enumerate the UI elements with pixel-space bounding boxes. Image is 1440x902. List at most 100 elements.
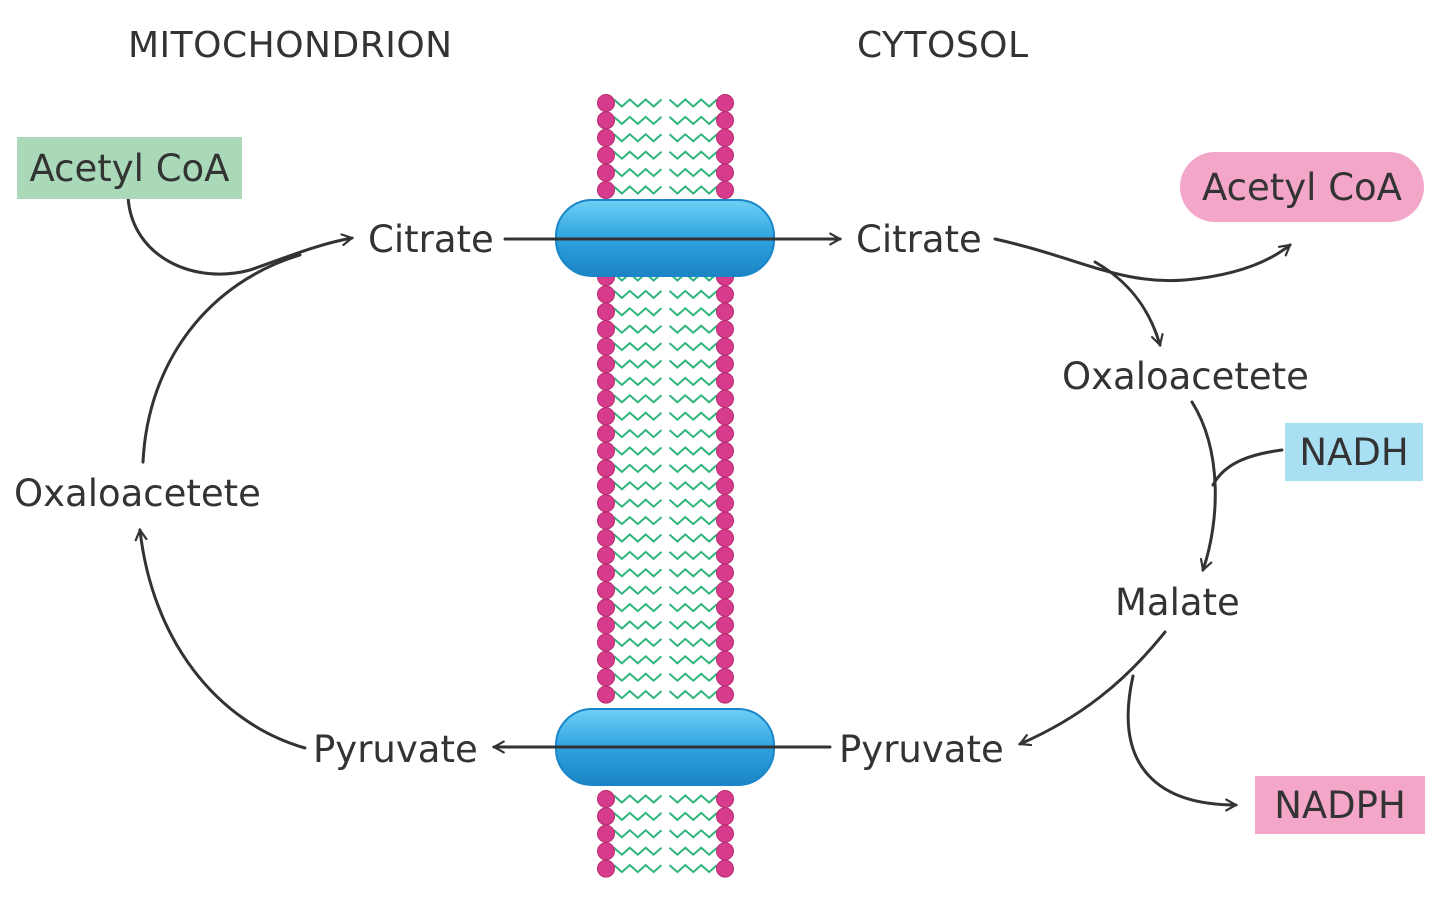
arrow-acetyl-coa-to-citrate: [126, 195, 352, 276]
lipid-tail: [613, 306, 663, 317]
lipid-head: [716, 128, 734, 147]
lipid-head: [597, 302, 615, 321]
lipid-tail: [668, 150, 718, 161]
lipid-head: [597, 94, 615, 112]
lipid-tail: [668, 132, 718, 143]
lipid-head: [597, 424, 615, 443]
lipid-tail: [613, 550, 663, 561]
lipid-tail: [613, 620, 663, 630]
lipid-tail: [668, 585, 718, 596]
lipid-tail: [668, 846, 718, 857]
oxaloacetete-right: Oxaloacetete: [1062, 355, 1309, 398]
header-cytosol: CYTOSOL: [857, 25, 1029, 66]
lipid-head: [716, 285, 734, 304]
lipid-head: [597, 529, 615, 547]
lipid-head: [597, 563, 615, 582]
lipid-tail: [668, 533, 718, 543]
lipid-tail: [613, 272, 663, 282]
lipid-tail: [613, 446, 663, 456]
lipid-head: [597, 859, 615, 878]
lipid-tail: [668, 167, 718, 178]
citrate-left: Citrate: [368, 218, 494, 261]
lipid-bilayer: [597, 94, 734, 878]
lipid-tail: [668, 672, 718, 683]
lipid-head: [716, 337, 734, 356]
lipid-head: [716, 563, 734, 582]
lipid-head: [597, 546, 615, 565]
lipid-tail: [613, 533, 663, 543]
arrow-citrate-to-oxaloacetete: [1093, 260, 1160, 345]
lipid-head: [716, 355, 734, 373]
lipid-head: [597, 128, 615, 147]
lipid-head: [716, 407, 734, 426]
lipid-head: [716, 842, 734, 861]
lipid-tail: [668, 115, 718, 126]
lipid-head: [597, 355, 615, 373]
lipid-tail: [613, 602, 663, 613]
lipid-head: [716, 494, 734, 513]
lipid-head: [597, 790, 615, 808]
lipid-head: [597, 146, 615, 165]
lipid-tail: [613, 393, 663, 404]
arrow-oxaloacetete-to-citrate: [141, 253, 302, 464]
lipid-head: [716, 824, 734, 843]
arrow-citrate-to-acetyl-coa: [993, 237, 1290, 283]
lipid-head: [716, 650, 734, 669]
lipid-tail: [668, 376, 718, 387]
lipid-tail: [613, 794, 663, 804]
lipid-head: [597, 163, 615, 182]
arrow-oxaloacetete-to-malate: [1190, 400, 1217, 570]
lipid-tail: [613, 637, 663, 648]
lipid-head: [597, 616, 615, 634]
lipid-tail: [613, 498, 663, 509]
lipid-head: [716, 668, 734, 687]
lipid-head: [716, 94, 734, 112]
lipid-head: [597, 668, 615, 687]
lipid-tail: [613, 115, 663, 126]
lipid-head: [716, 511, 734, 530]
lipid-tail: [613, 480, 663, 491]
lipid-head: [716, 320, 734, 339]
lipid-tail: [668, 550, 718, 561]
lipid-tail: [668, 828, 718, 839]
lipid-tail: [613, 463, 663, 474]
lipid-head: [716, 424, 734, 443]
lipid-head: [597, 459, 615, 478]
lipid-head: [716, 807, 734, 826]
lipid-head: [597, 842, 615, 861]
lipid-head: [597, 320, 615, 339]
lipid-tail: [668, 446, 718, 456]
lipid-head: [716, 598, 734, 617]
lipid-head: [597, 824, 615, 843]
lipid-head: [716, 163, 734, 182]
lipid-head: [597, 285, 615, 304]
lipid-tail: [668, 98, 718, 108]
lipid-head: [716, 529, 734, 547]
lipid-head: [716, 442, 734, 460]
lipid-head: [597, 389, 615, 408]
lipid-tail: [668, 811, 718, 822]
lipid-head: [597, 581, 615, 600]
lipid-head: [716, 790, 734, 808]
lipid-tail: [668, 324, 718, 335]
lipid-head: [597, 650, 615, 669]
lipid-tail: [668, 272, 718, 282]
lipid-tail: [613, 132, 663, 143]
lipid-tail: [668, 185, 718, 195]
oxaloacetete-left: Oxaloacetete: [14, 472, 261, 515]
lipid-tail: [613, 185, 663, 195]
lipid-head: [597, 807, 615, 826]
nadph: NADPH: [1255, 776, 1425, 834]
arrow-pyruvate-to-oxaloacetete: [140, 530, 307, 750]
lipid-tail: [668, 863, 718, 874]
citrate-right: Citrate: [856, 218, 982, 261]
lipid-tail: [613, 515, 663, 526]
nadh: NADH: [1285, 423, 1423, 481]
lipid-tail: [613, 863, 663, 874]
lipid-head: [716, 859, 734, 878]
lipid-tail: [613, 672, 663, 683]
lipid-head: [597, 494, 615, 513]
lipid-tail: [613, 567, 663, 578]
lipid-head: [597, 111, 615, 130]
lipid-tail: [668, 689, 718, 700]
